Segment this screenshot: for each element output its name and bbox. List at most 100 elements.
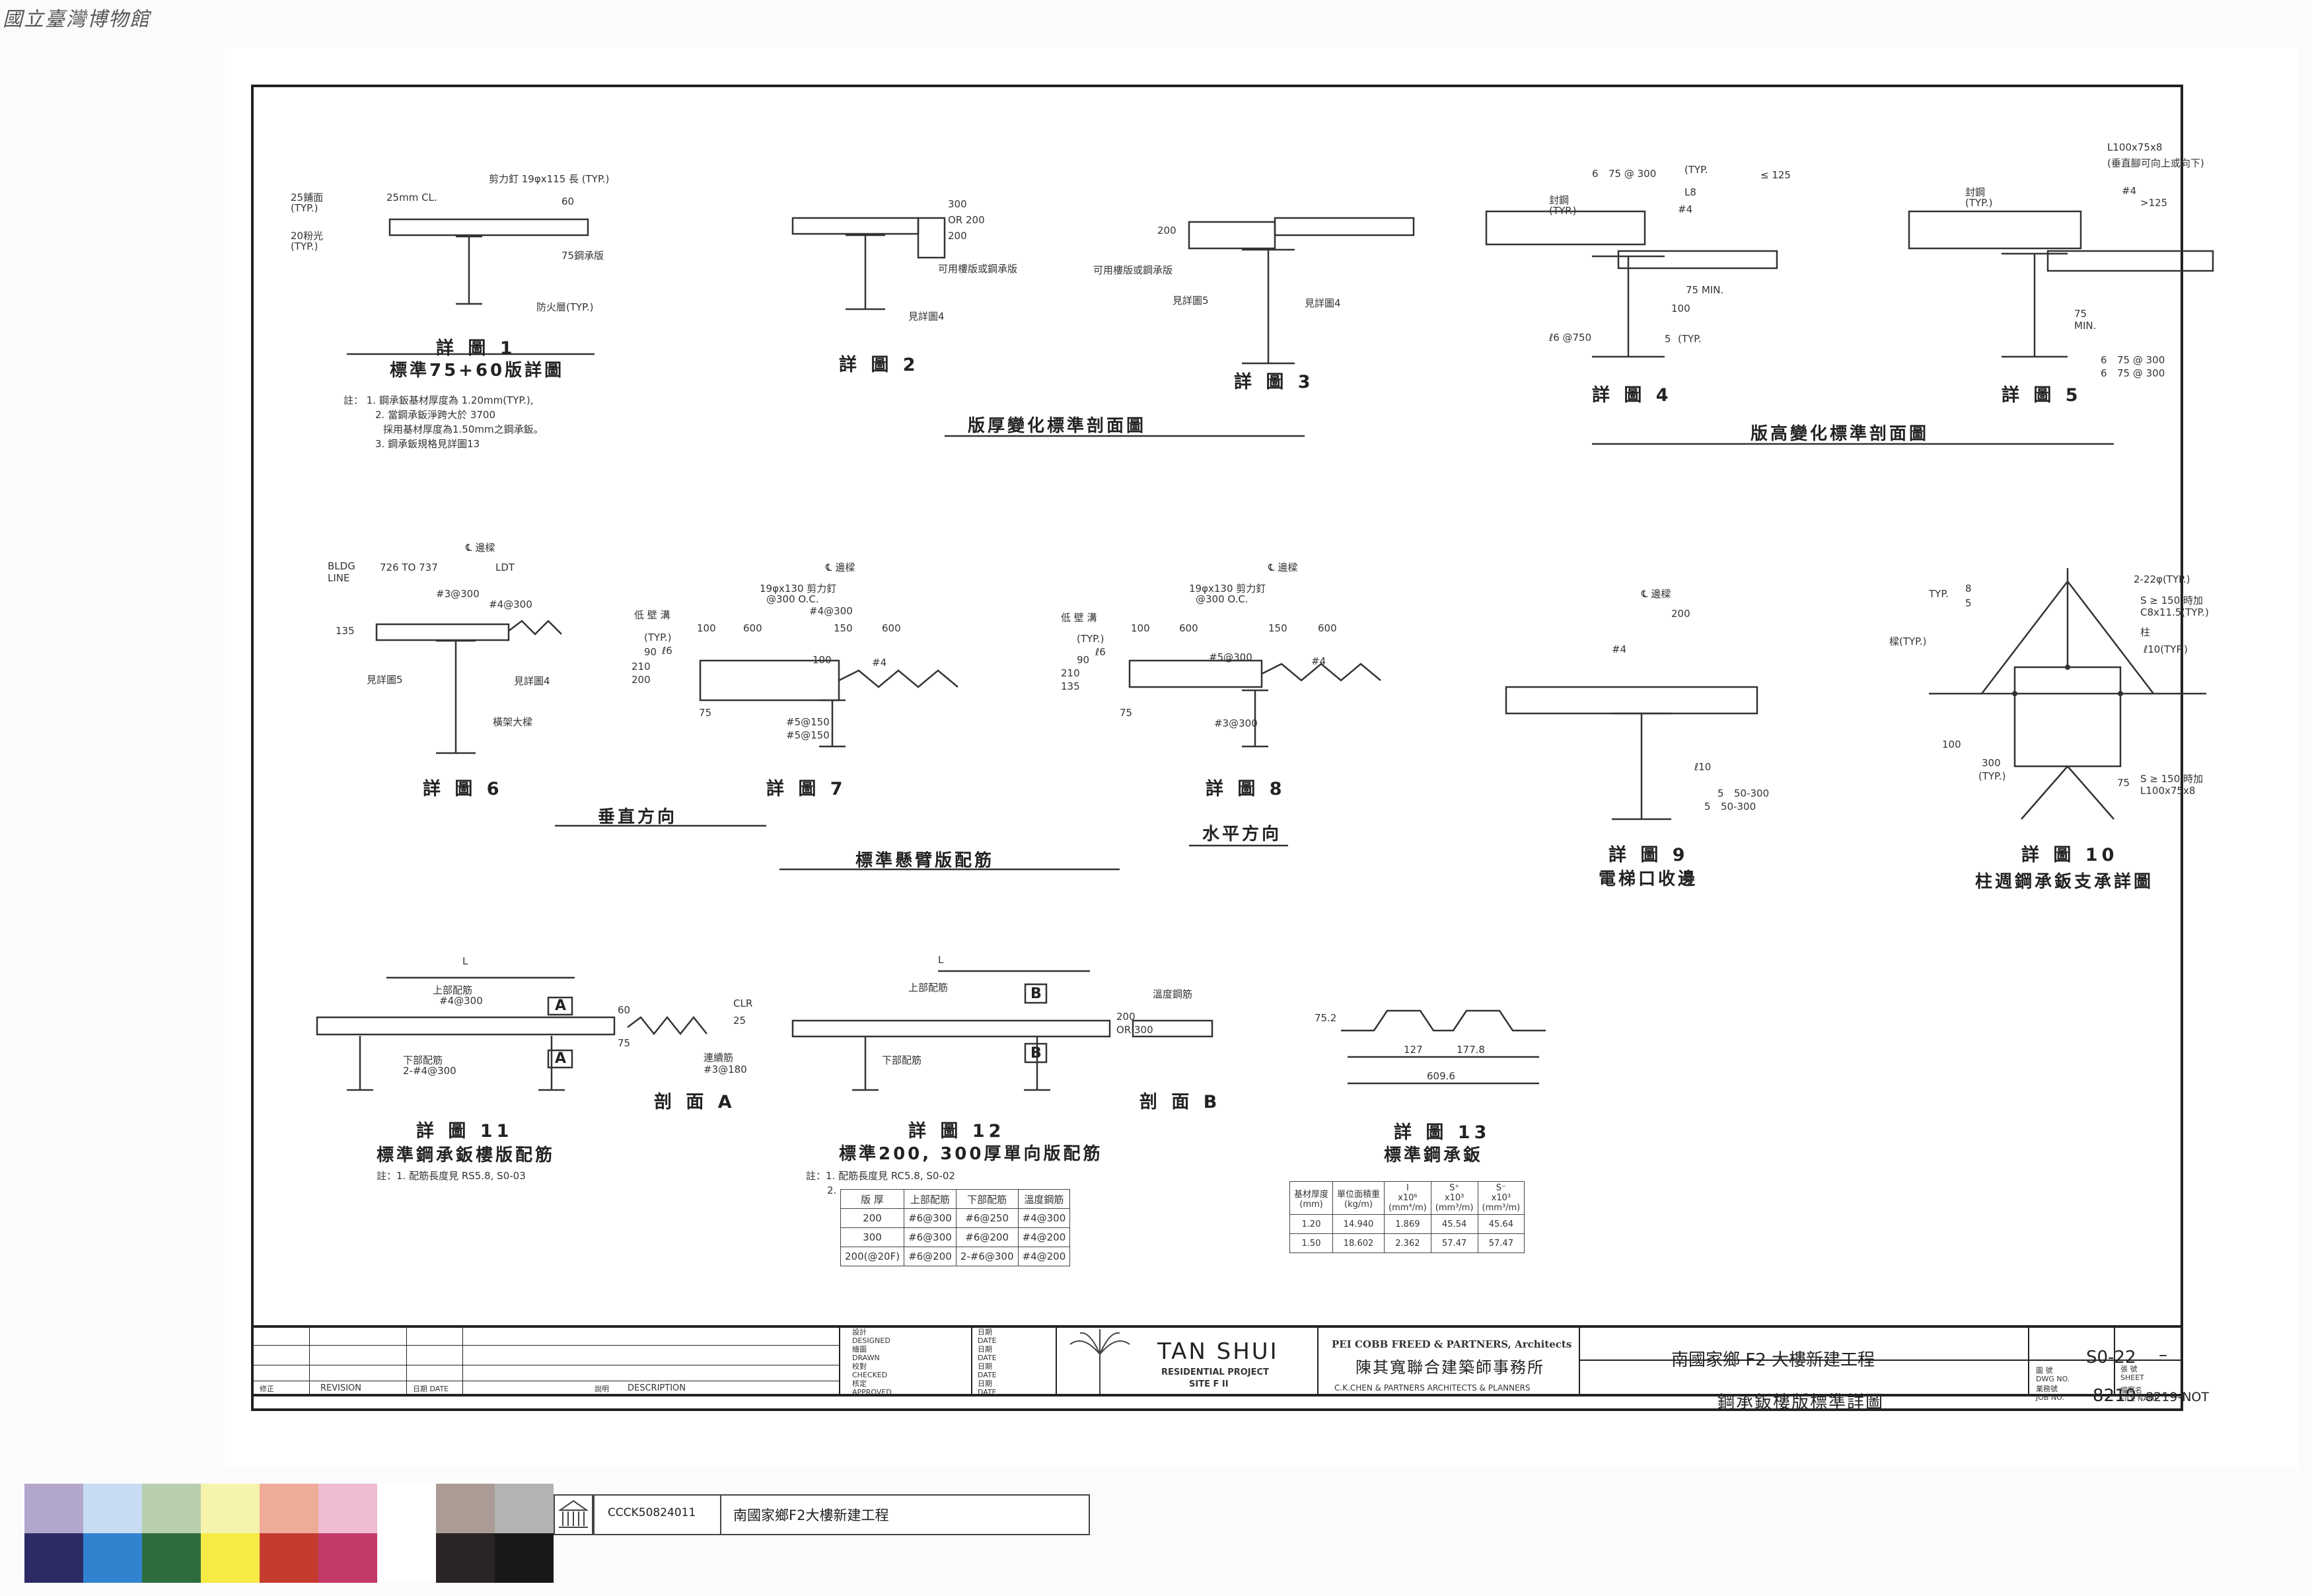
- tb-col-line: [2114, 1325, 2115, 1394]
- table-row: 200 #6@300 #6@250 #4@300: [840, 1208, 1071, 1228]
- signoff-en: DATE: [978, 1371, 997, 1379]
- label-en: JOB NO.: [2036, 1393, 2064, 1402]
- section-a-caption: 剖 面 A: [654, 1092, 736, 1112]
- detail-1-subtitle: 標準75+60版詳圖: [390, 361, 565, 381]
- d9-label-5: 5: [1717, 787, 1724, 799]
- d10-label-6: C8x11.5(TYP.): [2140, 606, 2209, 618]
- d10-label-1: TYP.: [1929, 588, 1949, 600]
- d7-label-15: #4: [872, 657, 887, 669]
- signoff-en: DATE: [978, 1336, 997, 1345]
- detail-12-caption: 詳 圖 12: [908, 1121, 1005, 1142]
- detail-3-caption: 詳 圖 3: [1234, 372, 1315, 392]
- detail-1-slab: [388, 218, 589, 236]
- d7-label-6: 600: [743, 622, 762, 634]
- d10-label-9: 樑(TYP.): [1889, 635, 1927, 647]
- color-swatch: [24, 1533, 83, 1583]
- d9-label-6: 50-300: [1734, 787, 1770, 799]
- drawing-title: 鋼承鈑樓版標準詳圖: [1717, 1393, 1885, 1412]
- d3-label-4: 見詳圖4: [1305, 297, 1341, 309]
- d11-label-4: A: [555, 998, 567, 1014]
- d13-label-1: 75.2: [1315, 1012, 1337, 1024]
- d2-label-2: OR 200: [948, 214, 985, 226]
- signoff-zh: 核定: [852, 1379, 867, 1388]
- secA-label-2: 25: [733, 1015, 746, 1027]
- signoff-en: DESIGNED: [852, 1336, 890, 1345]
- d4-label-7: L8: [1684, 186, 1696, 198]
- detail-10-caption: 詳 圖 10: [2021, 845, 2118, 865]
- table-cell: 1.50: [1289, 1233, 1334, 1253]
- rev-col-line: [406, 1325, 407, 1394]
- d7-label-10: 210: [632, 661, 651, 672]
- signoff-en: CHECKED: [852, 1371, 888, 1379]
- d5-label-2: (垂直腳可向上或向下): [2107, 157, 2204, 169]
- file-name: 8219-NOT: [2146, 1390, 2209, 1404]
- d4-label-4: ≤ 125: [1760, 169, 1791, 181]
- table-row: 1.20 14.940 1.869 45.54 45.64: [1289, 1214, 1525, 1234]
- d4-label-12: 5: [1665, 333, 1671, 345]
- detail-6-caption: 詳 圖 6: [423, 779, 503, 799]
- d8-label-14: 低 壁 溝: [1061, 612, 1097, 624]
- secB-label-3: OR 300: [1116, 1024, 1153, 1036]
- d4-label-9: 75 MIN.: [1686, 284, 1724, 296]
- job-no: 8219: [2093, 1386, 2137, 1406]
- museum-building-icon: [554, 1494, 593, 1535]
- d5-label-4: (TYP.): [1965, 197, 1993, 209]
- d6-label-4: LDT: [495, 562, 515, 573]
- detail-8-caption: 詳 圖 8: [1206, 779, 1286, 799]
- project-name: 南國家鄉 F2 大樓新建工程: [1671, 1350, 1875, 1370]
- d8-label-10: ℓ6: [1095, 646, 1106, 658]
- rev-label-en: REVISION: [320, 1383, 362, 1393]
- d8-label-16: #3@300: [1214, 717, 1258, 729]
- d8-label-4: 100: [1131, 622, 1150, 634]
- d9-label-7: 5: [1704, 801, 1711, 813]
- rev-col-line: [462, 1325, 463, 1394]
- detail-12-rebar-table: 版 厚 上部配筋 下部配筋 溫度鋼筋 200 #6@300 #6@250 #4@…: [840, 1189, 1071, 1266]
- secA-label-1: CLR: [733, 998, 753, 1009]
- title-block-bottom-line: [251, 1394, 2183, 1396]
- secA-label-4: #3@180: [704, 1064, 747, 1075]
- d4-label-1: 6: [1592, 168, 1599, 180]
- d4-label-3: (TYP.: [1684, 164, 1708, 176]
- detail-11-note: 註：1. 配筋長度見 RS5.8, S0-03: [377, 1170, 526, 1182]
- d9-label-3: #4: [1612, 643, 1627, 655]
- detail-9-subtitle: 電梯口收邊: [1599, 869, 1698, 889]
- d10-label-4: 2-22φ(TYP.): [2134, 573, 2190, 585]
- table-cell: 18.602: [1332, 1233, 1385, 1253]
- signoff-zh: 日期: [978, 1345, 992, 1354]
- label-en: FILE NAME: [2120, 1395, 2159, 1403]
- d11-label-3: #4@300: [439, 995, 483, 1007]
- signoff-zh: 日期: [978, 1379, 992, 1388]
- d8-label-15: (TYP.): [1077, 633, 1104, 645]
- signoff-en: DATE: [978, 1354, 997, 1362]
- secA-label-3: 連續筋: [704, 1052, 734, 1064]
- d12-label-1: L: [938, 954, 944, 966]
- paper-sheet: [225, 48, 2299, 1468]
- d7-label-7: 150: [834, 622, 853, 634]
- label-en: DWG NO.: [2036, 1375, 2070, 1383]
- signoff-en: APPROVED: [852, 1388, 892, 1396]
- d1-label-9: 防火層(TYP.): [536, 301, 594, 313]
- signoff-zh: 日期: [978, 1328, 992, 1336]
- d4-label-11: ℓ6 @750: [1549, 332, 1592, 344]
- d6-label-9: 見詳圖5: [367, 674, 403, 686]
- tb-row-line: [1579, 1360, 2183, 1361]
- d6-label-8: 135: [336, 625, 355, 637]
- signoff-en: DATE: [978, 1388, 997, 1396]
- d8-label-13: 90: [1077, 654, 1090, 666]
- d2-label-4: 可用樓版或鋼承版: [938, 263, 1018, 275]
- d7-label-19: 75: [699, 707, 712, 719]
- color-swatch: [142, 1484, 201, 1533]
- d8-label-7: 600: [1318, 622, 1337, 634]
- color-swatch: [495, 1484, 554, 1533]
- d7-label-5: 100: [697, 622, 716, 634]
- detail-1-beam: [456, 235, 482, 305]
- secB-label-2: 200: [1116, 1011, 1136, 1023]
- d1-label-3: 25mm CL.: [386, 192, 437, 203]
- d2-label-5: 見詳圖4: [908, 310, 945, 322]
